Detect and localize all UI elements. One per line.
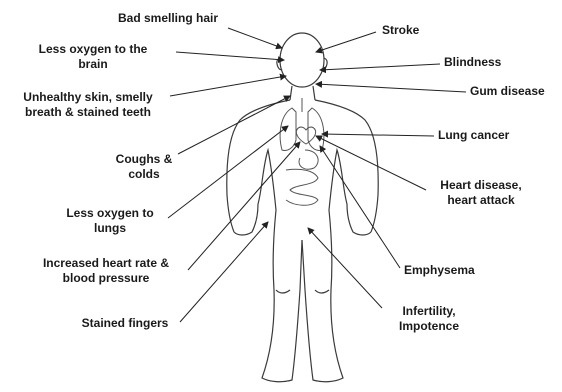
label-increased-heart-line1: Increased heart rate & <box>20 256 192 271</box>
label-increased-heart-line2: blood pressure <box>20 271 192 286</box>
label-heart-disease-line1: Heart disease, <box>428 178 534 193</box>
label-coughs-line2: colds <box>106 167 182 182</box>
label-infertility-line1: Infertility, <box>382 304 476 319</box>
neck-left <box>290 86 292 100</box>
left-leg <box>262 210 302 382</box>
body-outline <box>227 33 378 382</box>
label-lung-cancer: Lung cancer <box>438 128 534 143</box>
arrow-blindness <box>320 64 440 70</box>
label-less-oxygen-brain-line2: brain <box>8 57 178 72</box>
left-hand <box>234 204 258 235</box>
label-bad-smelling-hair: Bad smelling hair <box>107 11 229 26</box>
label-gum-disease-text: Gum disease <box>470 84 545 98</box>
label-less-oxygen-lungs-line1: Less oxygen to <box>50 206 170 221</box>
label-emphysema: Emphysema <box>404 263 504 278</box>
label-blindness-text: Blindness <box>444 55 501 69</box>
label-coughs-line1: Coughs & <box>106 152 182 167</box>
right-hand <box>347 204 371 235</box>
heart <box>296 127 315 144</box>
left-lung <box>280 108 296 151</box>
label-less-oxygen-brain-line1: Less oxygen to the <box>8 42 178 57</box>
arrow-stroke <box>316 32 376 52</box>
label-emphysema-text: Emphysema <box>404 263 475 277</box>
label-gum-disease: Gum disease <box>470 84 560 99</box>
label-unhealthy-skin: Unhealthy skin, smelly breath & stained … <box>4 90 172 120</box>
label-less-oxygen-lungs: Less oxygen to lungs <box>50 206 170 236</box>
label-unhealthy-skin-line2: breath & stained teeth <box>4 105 172 120</box>
right-leg <box>302 210 343 382</box>
arrow-less-oxygen-brain <box>176 52 284 60</box>
right-knee <box>315 290 329 293</box>
right-arm-inner <box>329 150 347 210</box>
arrow-unhealthy-skin <box>170 76 286 96</box>
arrow-gum-disease <box>316 84 466 92</box>
right-arm-outer <box>315 100 378 232</box>
arrow-stained-fingers <box>180 222 268 322</box>
label-stroke: Stroke <box>382 23 442 38</box>
head-outline <box>280 33 324 87</box>
arrow-lung-cancer <box>322 134 434 136</box>
label-stroke-text: Stroke <box>382 23 419 37</box>
right-lung <box>308 108 324 151</box>
intestines <box>286 169 318 205</box>
arrow-bad-smelling-hair <box>228 28 282 48</box>
stomach <box>299 150 318 169</box>
label-heart-disease: Heart disease, heart attack <box>428 178 534 208</box>
internal-organs <box>280 98 324 205</box>
label-coughs-colds: Coughs & colds <box>106 152 182 182</box>
label-infertility: Infertility, Impotence <box>382 304 476 334</box>
label-lung-cancer-text: Lung cancer <box>438 128 509 142</box>
left-knee <box>276 290 290 293</box>
label-unhealthy-skin-line1: Unhealthy skin, smelly <box>4 90 172 105</box>
label-infertility-line2: Impotence <box>382 319 476 334</box>
arrow-increased-heart-rate <box>188 142 300 270</box>
label-blindness: Blindness <box>444 55 534 70</box>
label-heart-disease-line2: heart attack <box>428 193 534 208</box>
arrow-coughs-colds <box>178 96 290 154</box>
label-less-oxygen-brain: Less oxygen to the brain <box>8 42 178 72</box>
label-less-oxygen-lungs-line2: lungs <box>50 221 170 236</box>
label-increased-heart-rate: Increased heart rate & blood pressure <box>20 256 192 286</box>
label-stained-fingers: Stained fingers <box>66 316 184 331</box>
label-stained-fingers-text: Stained fingers <box>82 316 169 330</box>
neck-right <box>313 86 315 100</box>
arrow-infertility <box>308 228 382 308</box>
label-bad-smelling-hair-text: Bad smelling hair <box>118 11 218 25</box>
